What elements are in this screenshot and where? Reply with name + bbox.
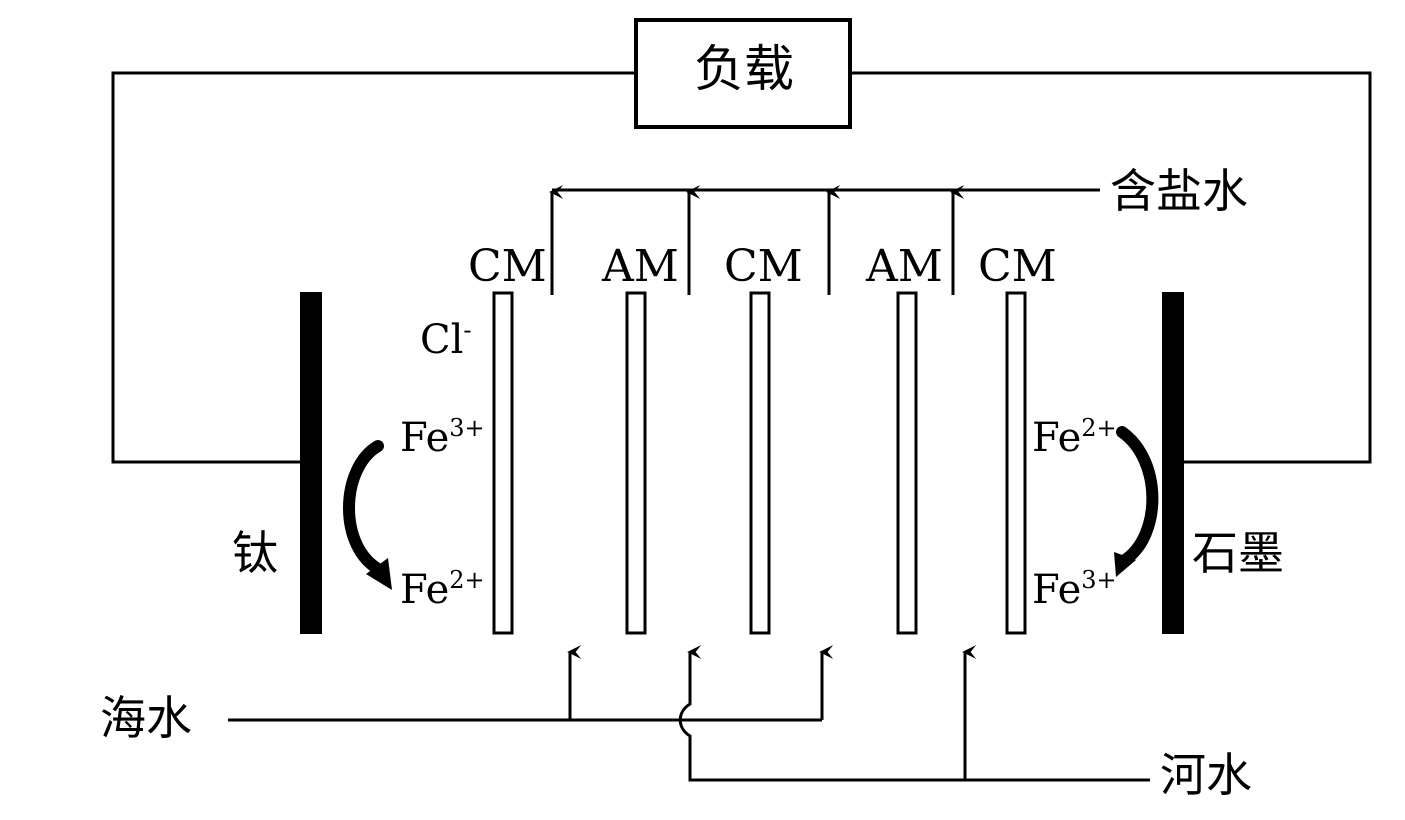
titanium-electrode xyxy=(300,292,322,634)
load-box xyxy=(634,18,852,129)
external-circuit xyxy=(111,71,1372,464)
membrane-cm-2 xyxy=(749,291,771,635)
membrane-label-3: CM xyxy=(724,241,803,292)
membrane-label-4: AM xyxy=(866,241,943,292)
membrane-cm-3 xyxy=(1005,291,1027,635)
membranes xyxy=(492,291,1027,635)
membrane-label-2: AM xyxy=(602,241,679,292)
titanium-label: 钛 xyxy=(232,526,278,580)
salt-water-label: 含盐水 xyxy=(1110,164,1248,218)
right-fe3-label: Fe3+ xyxy=(1032,566,1117,613)
right-conversion-arrow xyxy=(1114,426,1159,577)
graphite-label: 石墨 xyxy=(1192,526,1284,580)
membrane-label-1: CM xyxy=(468,241,547,292)
right-fe2-label: Fe2+ xyxy=(1032,414,1117,461)
left-fe3-label: Fe3+ xyxy=(400,414,485,461)
membrane-label-5: CM xyxy=(978,241,1057,292)
salt-water-outlet xyxy=(549,185,1100,295)
left-fe2-label: Fe2+ xyxy=(400,566,485,613)
membrane-am-2 xyxy=(896,291,918,635)
load-label: 负载 xyxy=(694,40,794,98)
river-water-label: 河水 xyxy=(1160,748,1252,802)
graphite-electrode xyxy=(1162,292,1184,634)
seawater-label: 海水 xyxy=(100,691,192,745)
chloride-ion-label: Cl- xyxy=(420,316,472,363)
seawater-inlet xyxy=(228,645,834,722)
membrane-cm-1 xyxy=(492,291,514,635)
membrane-am-1 xyxy=(625,291,647,635)
river-water-inlet xyxy=(678,645,1150,782)
left-conversion-arrow xyxy=(343,440,392,590)
